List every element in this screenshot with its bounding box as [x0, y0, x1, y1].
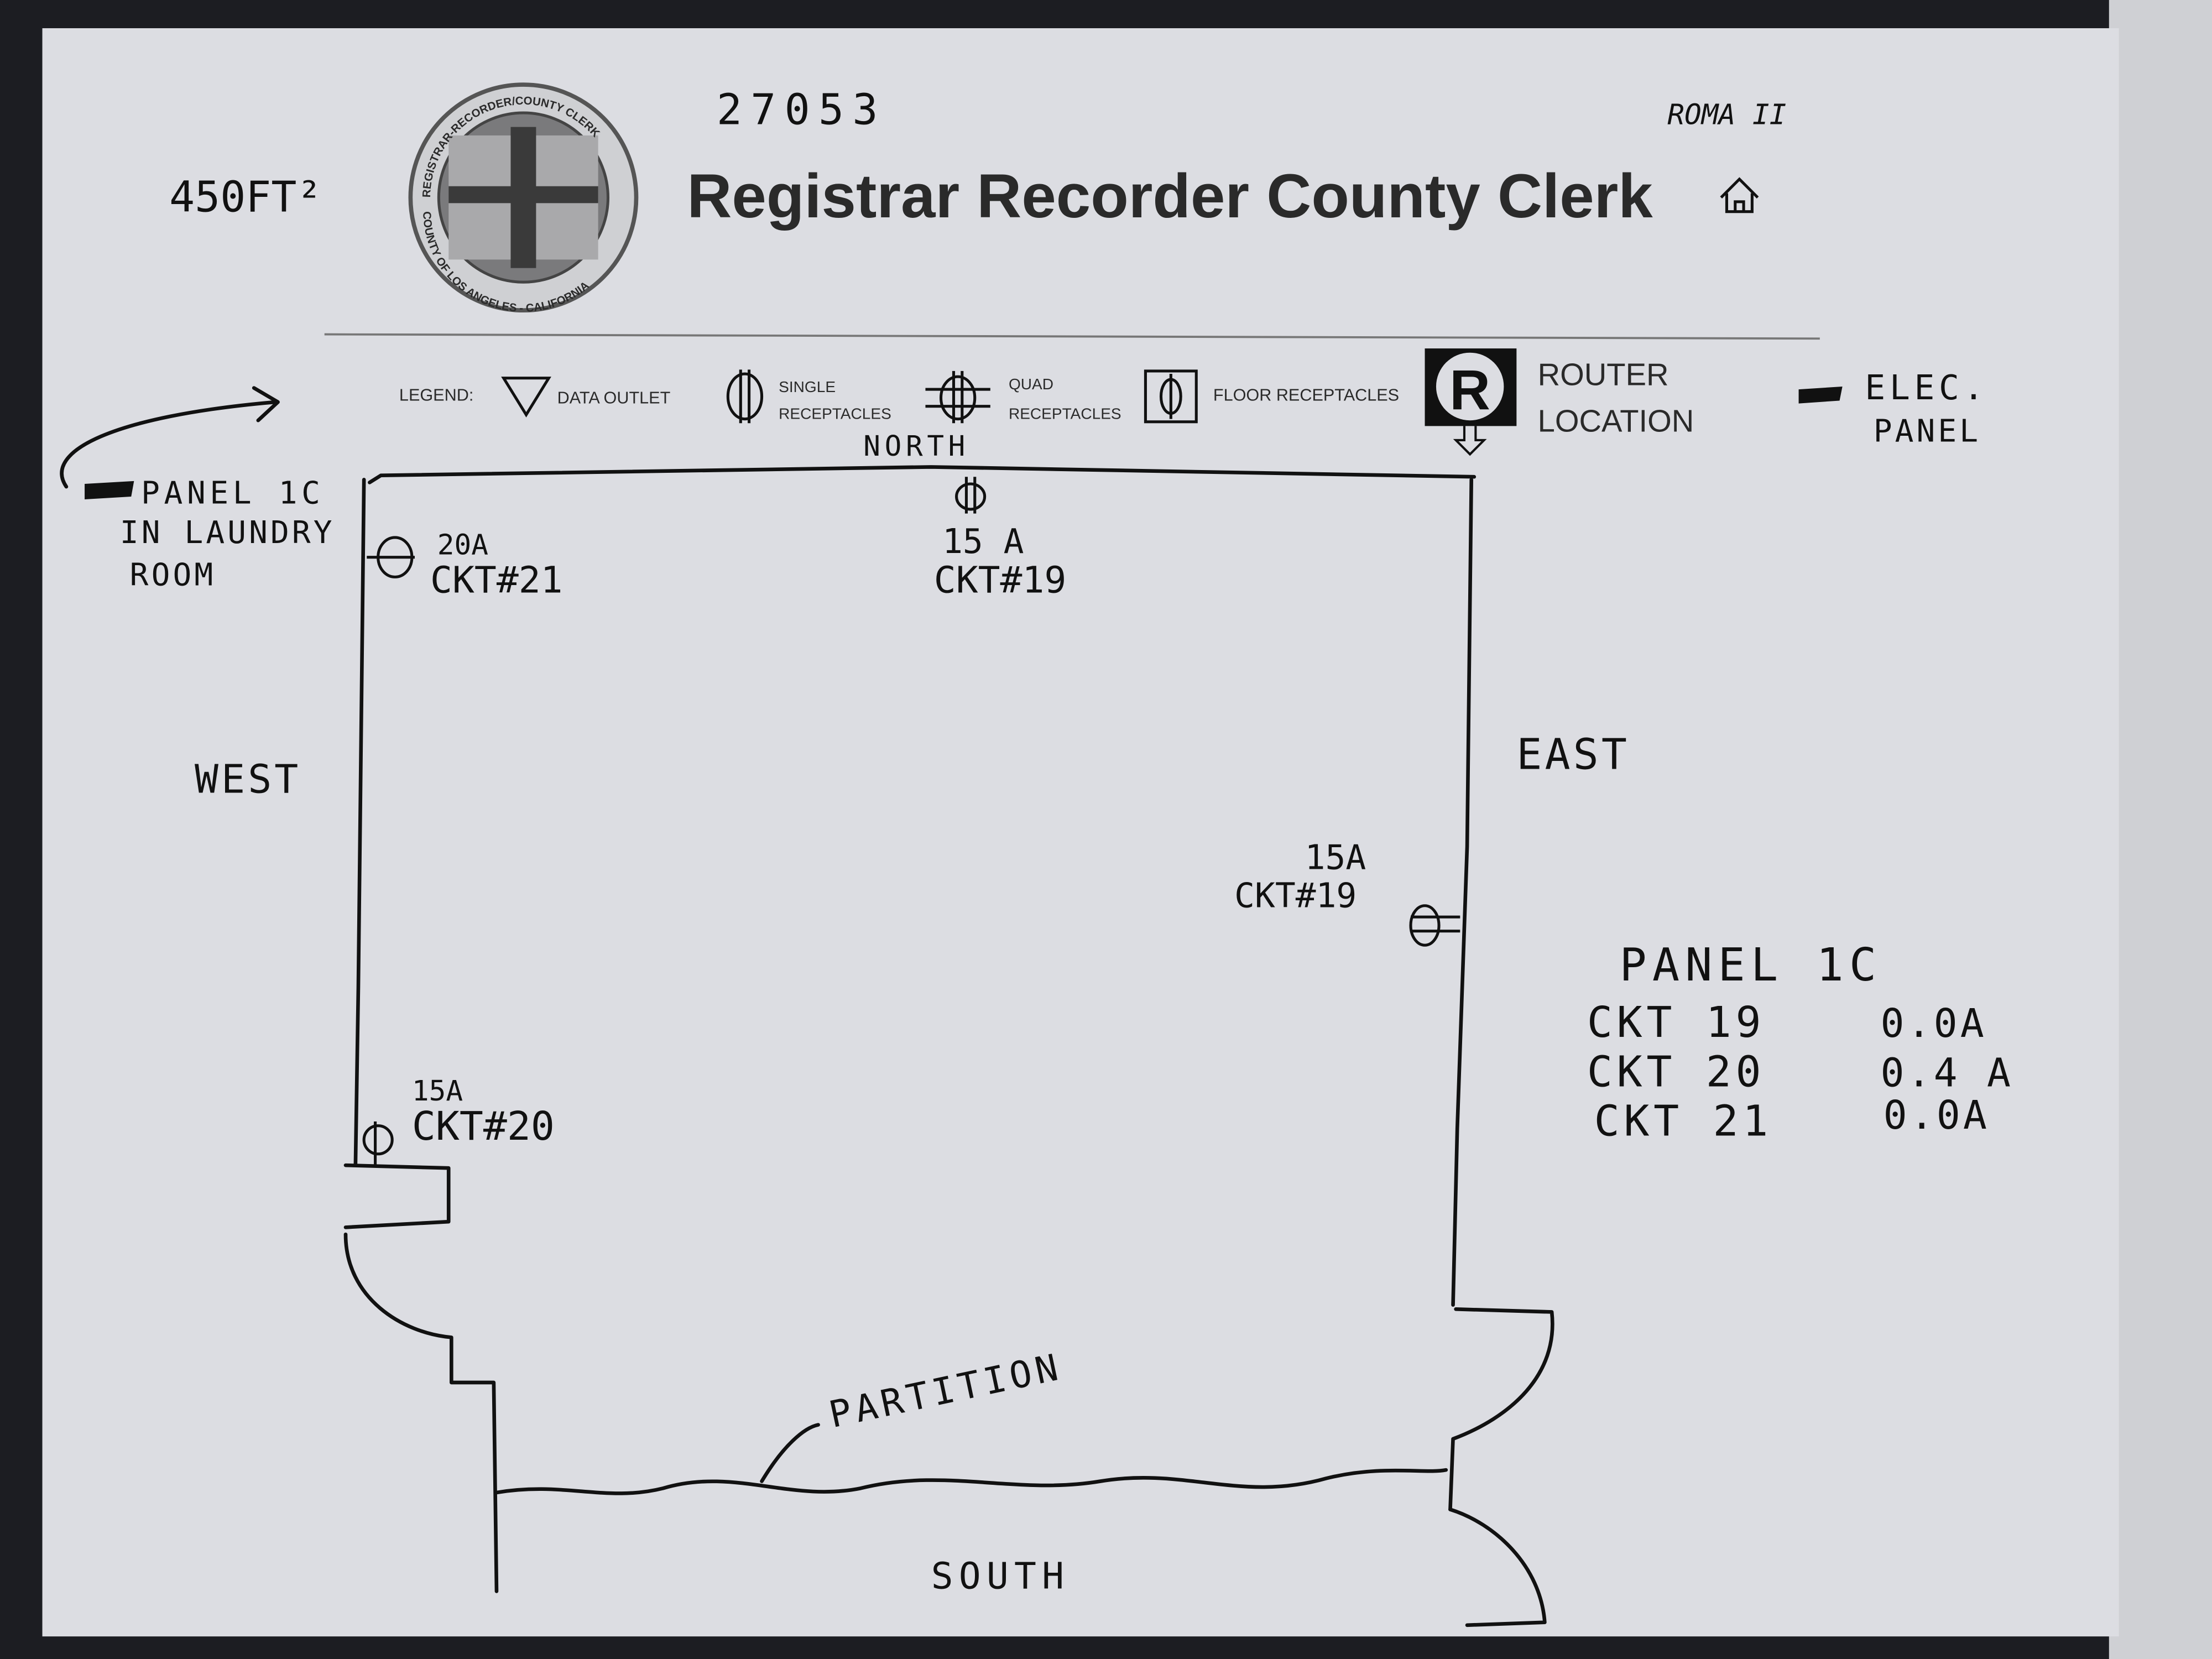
- receptacle-west-upper-icon: [367, 536, 415, 578]
- legend-items-0-label: DATA OUTLET: [557, 389, 671, 408]
- legend: LEGEND: DATA OUTLET SINGLE RECEPTACLES Q…: [399, 348, 1988, 456]
- plan-south: SOUTH: [931, 1554, 1070, 1597]
- table-row: CKT 20: [1587, 1047, 1765, 1097]
- plan-east: EAST: [1516, 730, 1630, 779]
- legend-items-4-label_line2: LOCATION: [1538, 404, 1694, 439]
- plan-receptacles-2-circuit: CKT#19: [1234, 876, 1357, 915]
- plan-receptacles-3-amps: 15A: [412, 1075, 463, 1108]
- header-divider: [324, 333, 1820, 340]
- legend-items-2-label_line2: RECEPTACLES: [1009, 405, 1121, 422]
- legend-items-1-label_line1: SINGLE: [779, 378, 836, 395]
- plan-panel_note-1: IN LAUNDRY: [120, 515, 335, 551]
- legend-items-5-label_line2: PANEL: [1874, 413, 1981, 449]
- area-note: 450FT²: [169, 173, 322, 222]
- plan-receptacles-0-amps: 20A: [437, 529, 488, 562]
- plan-panel_note-0: PANEL 1C: [141, 476, 324, 512]
- legend-items-5-label_line1: ELEC.: [1865, 368, 1988, 408]
- table-row: 0.0A: [1884, 1092, 1990, 1138]
- plan-north: NORTH: [863, 430, 969, 463]
- plan-receptacles-0-circuit: CKT#21: [430, 558, 563, 601]
- plan-receptacles-1-amps: 15 A: [942, 522, 1024, 561]
- plan-receptacles-2-amps: 15A: [1305, 838, 1366, 877]
- floor-receptacle-icon: [1144, 369, 1198, 424]
- home-icon[interactable]: [1720, 177, 1759, 213]
- table-row: CKT 21: [1594, 1097, 1772, 1146]
- legend-items-4-label_line1: ROUTER: [1538, 357, 1669, 392]
- site-name: ROMA II: [1667, 98, 1786, 131]
- partition-line: [494, 1468, 1448, 1495]
- legend-items-3-label: FLOOR RECEPTACLES: [1213, 385, 1399, 404]
- legend-items-2-label_line1: QUAD: [1009, 375, 1053, 393]
- job-number: 27053: [717, 85, 886, 134]
- legend-items-1-label_line2: RECEPTACLES: [779, 405, 891, 422]
- svg-text:R: R: [1449, 358, 1490, 421]
- plan-labels: NORTH SOUTH EAST WEST PARTITION PANEL 1C…: [120, 430, 1630, 1597]
- plan-receptacles-1-circuit: CKT#19: [934, 558, 1067, 601]
- page-title: Registrar Recorder County Clerk: [687, 161, 1653, 231]
- panel-1c-icon: [85, 481, 134, 500]
- receptacle-east-icon: [1409, 904, 1460, 947]
- router-icon: R: [1425, 348, 1517, 456]
- room-walls: [60, 386, 1554, 1627]
- back-sheet: [2109, 0, 2212, 1659]
- elec-panel-icon: [1798, 386, 1843, 404]
- quad-receptacle-icon: [925, 371, 990, 424]
- receptacle-north-icon: [955, 477, 987, 514]
- panel-load-table: PANEL 1C CKT 19 0.0A CKT 20 0.4 A CKT 21…: [1587, 939, 2013, 1146]
- plan-panel_note-2: ROOM: [130, 557, 216, 593]
- table-row: CKT 19: [1587, 998, 1765, 1047]
- panel_table-title: PANEL 1C: [1620, 939, 1882, 992]
- table-row: 0.4 A: [1881, 1050, 2013, 1095]
- legend-label: LEGEND:: [399, 385, 473, 404]
- data-outlet-icon: [501, 377, 551, 418]
- receptacle-west-lower-icon: [362, 1121, 394, 1166]
- paper: [42, 28, 2119, 1637]
- table-row: 0.0A: [1881, 1000, 1987, 1046]
- county-seal: REGISTRAR-RECORDER/COUNTY CLERK COUNTY O…: [408, 82, 639, 315]
- plan-west: WEST: [195, 757, 301, 802]
- plan-receptacles-3-circuit: CKT#20: [412, 1103, 555, 1149]
- panel-arrow: [60, 386, 280, 489]
- single-receptacle-icon: [726, 369, 764, 424]
